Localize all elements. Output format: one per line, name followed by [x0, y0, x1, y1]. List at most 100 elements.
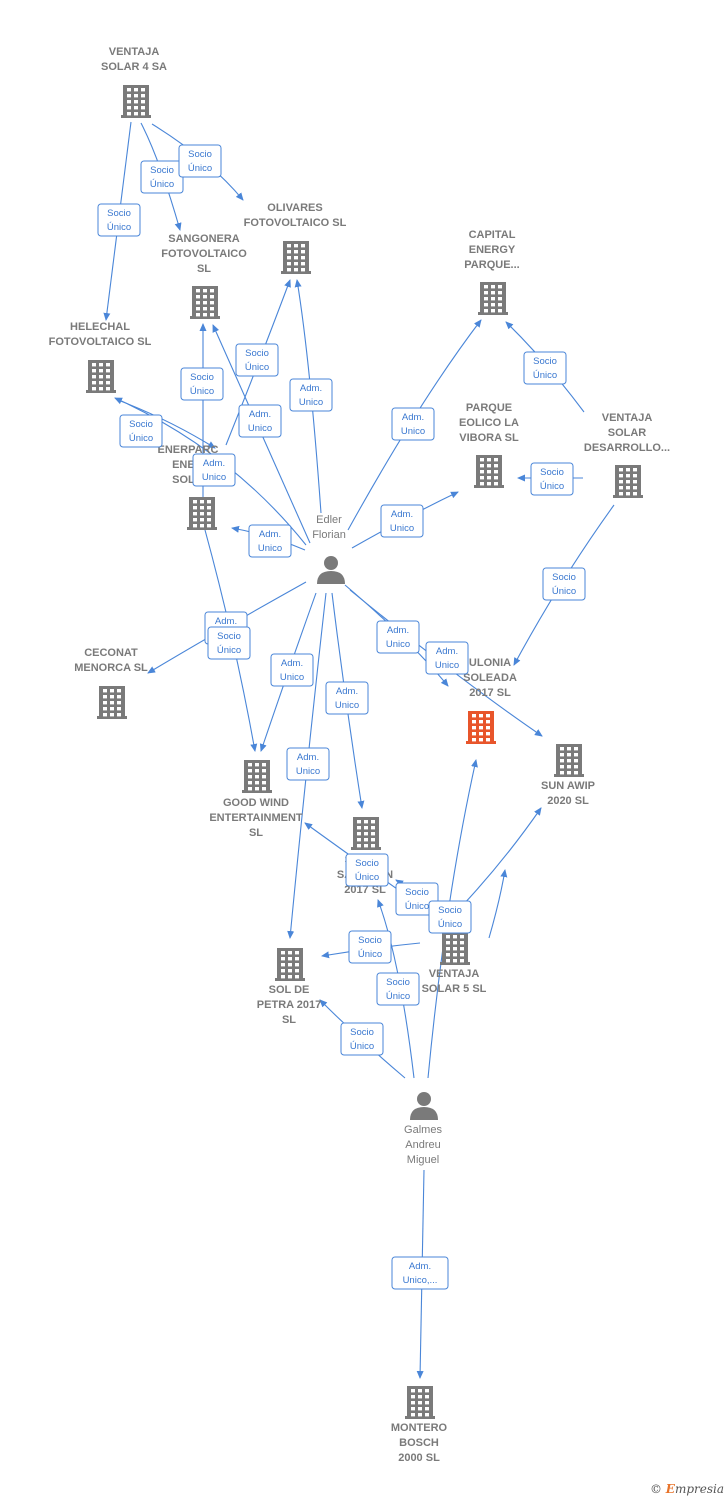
edge-label[interactable]: Adm.Unico [248, 524, 292, 558]
edge-label[interactable]: Adm. Unico [270, 653, 314, 687]
building-icon [97, 686, 127, 719]
edge-label-text: Adm. [300, 383, 322, 394]
edge-label-text: Unico [296, 766, 320, 777]
edge-label-text: Único [217, 645, 241, 656]
edge-label-box [425, 641, 469, 675]
node-label: MENORCA SL [74, 662, 148, 674]
node-label: CAPITAL [469, 229, 516, 241]
node-label: ENTERTAINMENT [209, 812, 303, 824]
edge-label-text: Adm. [336, 686, 358, 697]
edge-label-text: Unico [299, 397, 323, 408]
edge-label-text: Adm. [281, 658, 303, 669]
footer-brand: © Empresia [650, 1482, 724, 1496]
edge-label[interactable]: Adm. Unico [289, 378, 333, 412]
node-label: SOLEADA [463, 672, 517, 684]
edge-label-box [348, 930, 392, 964]
edge-label-box [345, 853, 389, 887]
node-label: Andreu [405, 1139, 440, 1151]
edge-label-text: Adm. [391, 509, 413, 520]
edge-label[interactable]: Adm.Unico [238, 404, 282, 438]
node-label: 2017 SL [469, 687, 511, 699]
edge-label-text: Adm. [387, 625, 409, 636]
edge-label-text: Socio [350, 1027, 374, 1038]
edge-label-box [286, 747, 330, 781]
node-label: SOL DE [269, 984, 310, 996]
edge-label-text: Único [533, 370, 557, 381]
edge-label[interactable]: Adm. Unico [286, 747, 330, 781]
building-icon [86, 360, 116, 393]
building-icon [187, 497, 217, 530]
edge-label[interactable]: Adm.Unico [380, 504, 424, 538]
edge-label-text: Único [129, 433, 153, 444]
node-label: MONTERO [391, 1422, 448, 1434]
edge-label-box [178, 144, 222, 178]
edge-label-text: Socio [129, 419, 153, 430]
edge-label-text: Único [107, 222, 131, 233]
edge-label-text: Socio [438, 905, 462, 916]
edge-label[interactable]: Adm.Unico [192, 453, 236, 487]
edge-label-box [380, 504, 424, 538]
edge-label-text: Adm. [409, 1261, 431, 1272]
node-label: PARQUE... [464, 259, 519, 271]
edge-label-text: Socio [150, 165, 174, 176]
node-label: ENERGY [469, 244, 516, 256]
edge-label-text: Unico [335, 700, 359, 711]
building-icon [281, 241, 311, 274]
edge-label-box [192, 453, 236, 487]
node-vsdesarrollo[interactable]: VENTAJASOLARDESARROLLO... [584, 412, 670, 498]
edge-label-text: Adm. [297, 752, 319, 763]
node-label: ENERPARC [158, 444, 219, 456]
brand-name: mpresia [674, 1482, 724, 1496]
edge-label-text: Adm. [249, 409, 271, 420]
relationship-edge [461, 807, 542, 907]
edge-label[interactable]: Adm.Unico [376, 620, 420, 654]
building-icon [275, 948, 305, 981]
edge-label-text: Unico [280, 672, 304, 683]
edge-label-box [235, 343, 279, 377]
node-label: Edler [316, 514, 342, 526]
node-capital[interactable]: CAPITAL ENERGY PARQUE... [464, 229, 520, 315]
relationship-edge [488, 869, 508, 939]
node-label: 2020 SL [547, 795, 589, 807]
edge-label-box [119, 414, 163, 448]
edge-label-text: Adm. [215, 616, 237, 627]
edge-label[interactable]: Adm.Unico [391, 407, 435, 441]
edge-label[interactable]: Adm.Unico,... [391, 1256, 449, 1290]
edge-label[interactable]: Adm.Unico [425, 641, 469, 675]
edge-label-text: Unico [401, 426, 425, 437]
edge-label[interactable]: Adm. Unico [325, 681, 369, 715]
node-label: SL [249, 827, 263, 839]
building-icon [351, 817, 381, 850]
